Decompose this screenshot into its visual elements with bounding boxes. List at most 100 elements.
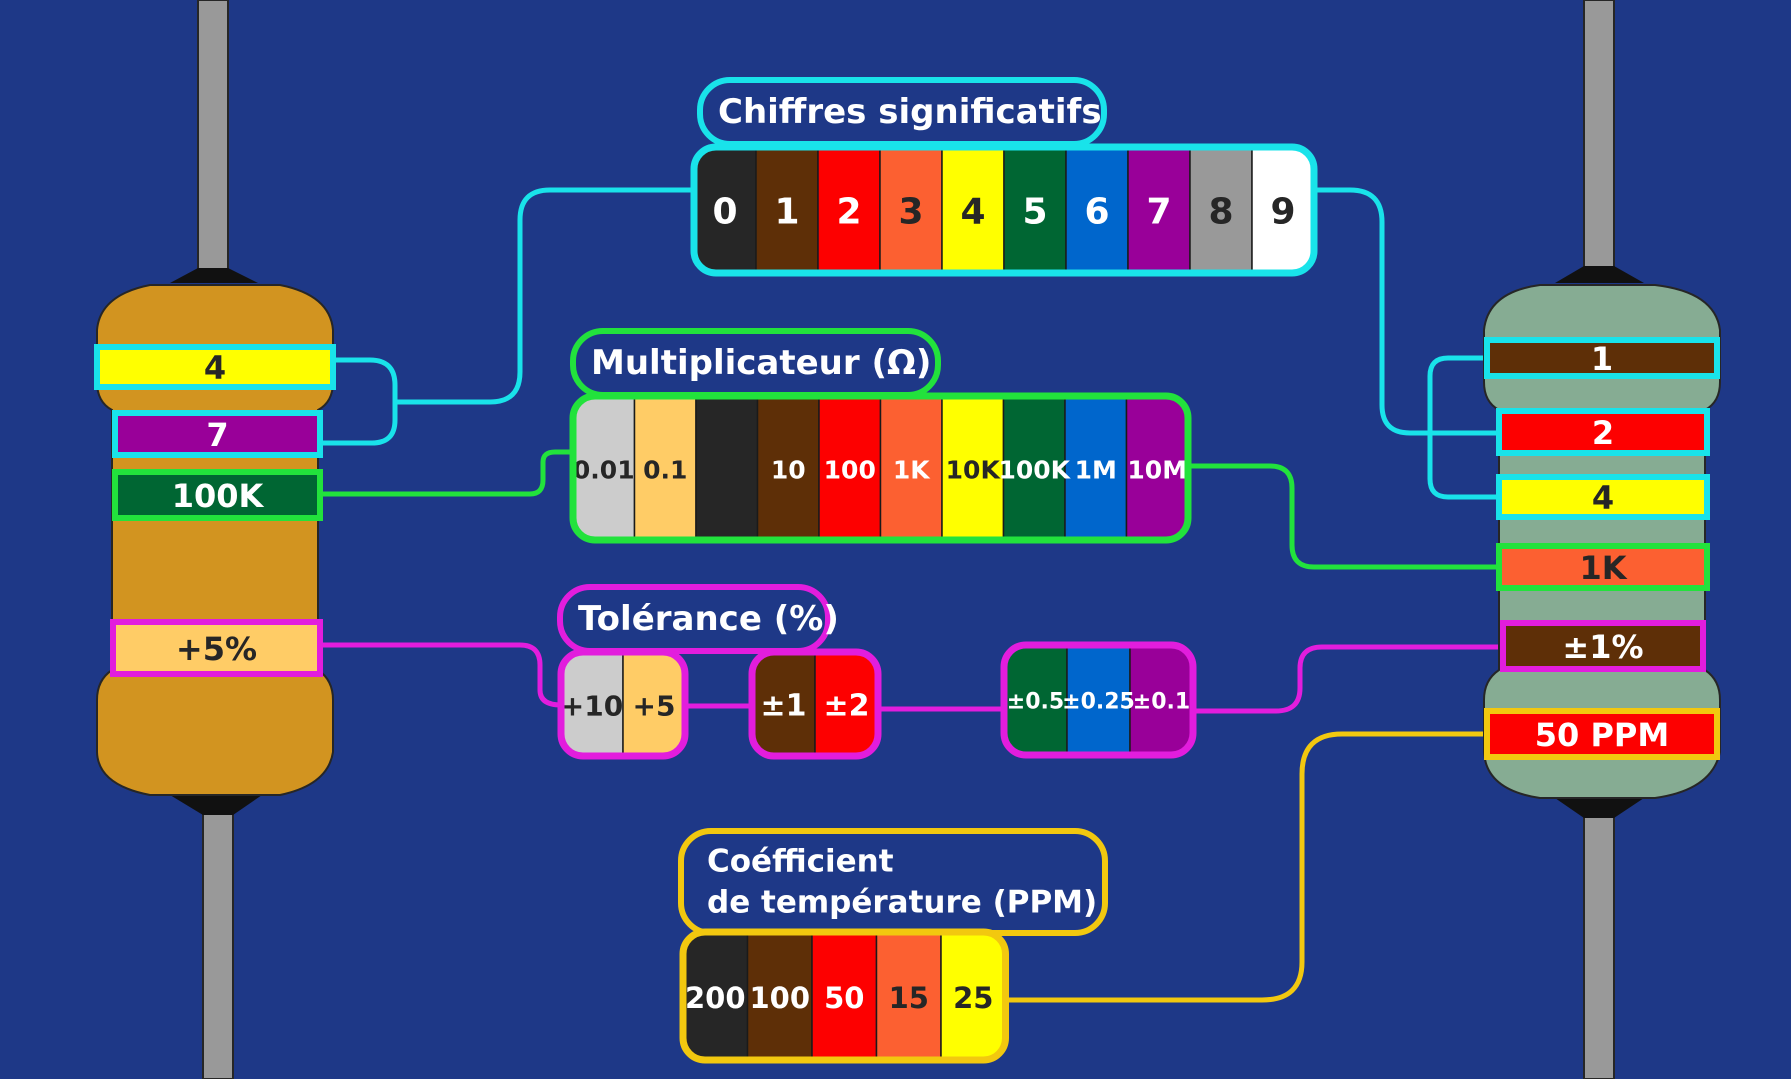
temperature-coefficient-strip-label-2: 50 bbox=[824, 981, 864, 1015]
left-band-0: 4 bbox=[94, 344, 336, 390]
left-end-cap-top bbox=[170, 268, 258, 283]
multiplier-title-text: Multiplicateur (Ω) bbox=[591, 343, 931, 383]
tolerance-strip-a: +10 +5 bbox=[557, 648, 689, 760]
multiplier-strip-label-1: 0.1 bbox=[643, 456, 687, 485]
multiplier-strip-swatch-4 bbox=[818, 396, 882, 540]
significant-digits-strip-swatch-0 bbox=[694, 147, 757, 273]
right-band-3: 1K bbox=[1496, 543, 1710, 591]
temperature-coefficient-strip-label-0: 200 bbox=[685, 981, 746, 1015]
tolerance-strip-b-swatch-0 bbox=[752, 652, 816, 756]
connector-left-digits-to-panel bbox=[395, 187, 694, 405]
tolerance-strip-a-swatch-0 bbox=[561, 652, 624, 756]
connector-panel-to-right-digits bbox=[1310, 187, 1499, 436]
significant-digits-strip-label-4: 4 bbox=[960, 192, 985, 233]
multiplier-strip-label-9: 10M bbox=[1127, 456, 1187, 485]
significant-digits-strip-label-2: 2 bbox=[836, 192, 861, 233]
left-band-2: 100K bbox=[112, 469, 323, 521]
right-lead-top bbox=[1583, 0, 1615, 276]
right-lead-bottom bbox=[1583, 804, 1615, 1079]
multiplier-strip-label-0: 0.01 bbox=[573, 456, 635, 485]
temperature-coefficient-strip-label-4: 25 bbox=[953, 981, 993, 1015]
multiplier-strip-label-3: 10 bbox=[771, 456, 806, 485]
multiplier-strip-swatch-7 bbox=[1002, 396, 1066, 540]
significant-digits-strip-label-0: 0 bbox=[712, 192, 737, 233]
significant-digits-strip-label-6: 6 bbox=[1084, 192, 1109, 233]
left-band-3: +5% bbox=[110, 619, 323, 677]
right-band-2: 4 bbox=[1496, 474, 1710, 520]
multiplier-strip-label-8: 1M bbox=[1075, 456, 1117, 485]
significant-digits-strip-swatch-4 bbox=[941, 147, 1005, 273]
tolerance-strip-b: ±1 ±2 bbox=[748, 648, 882, 760]
left-band-label-2: 100K bbox=[172, 477, 265, 515]
tolerance-strip-a-swatch-1 bbox=[622, 652, 685, 756]
temperature-coefficient-title-line1: Coéfficient bbox=[707, 844, 894, 880]
right-band-label-2: 4 bbox=[1592, 479, 1614, 517]
right-band-label-4: ±1% bbox=[1562, 628, 1643, 666]
right-band-4: ±1% bbox=[1500, 620, 1706, 672]
temperature-coefficient-title-line2: de température (PPM) bbox=[707, 884, 1097, 920]
connector-right-tolerance bbox=[1193, 644, 1503, 714]
left-band-1: 7 bbox=[112, 410, 323, 458]
connector-right-digit-bracket bbox=[1427, 355, 1499, 500]
tolerance-strip-a-label-1: +5 bbox=[633, 690, 676, 723]
temperature-coefficient-title: Coéfficient de température (PPM) bbox=[678, 828, 1108, 936]
left-band-label-3: +5% bbox=[176, 630, 257, 668]
significant-digits-strip-label-3: 3 bbox=[898, 192, 923, 233]
right-band-5: 50 PPM bbox=[1484, 708, 1720, 760]
left-end-cap-bottom bbox=[170, 795, 262, 815]
multiplier-strip-swatch-6 bbox=[941, 396, 1005, 540]
significant-digits-strip-label-1: 1 bbox=[774, 192, 799, 233]
tolerance-strip-c: ±0.5±0.25±0.1 bbox=[1000, 641, 1197, 759]
tolerance-strip-b-swatch-1 bbox=[814, 652, 878, 756]
tolerance-strip-a-label-0: +10 bbox=[561, 690, 623, 723]
connector-right-multiplier bbox=[1188, 463, 1499, 570]
right-resistor: 1 2 4 1K ±1% 50 PPM bbox=[1483, 0, 1721, 1079]
tolerance-strip-c-swatch-1 bbox=[1066, 645, 1131, 755]
left-lead-bottom bbox=[202, 799, 234, 1079]
left-band-label-1: 7 bbox=[206, 416, 228, 454]
connector-left-tolerance bbox=[320, 642, 562, 708]
connector-lines bbox=[320, 187, 1503, 1003]
right-end-cap-top bbox=[1555, 266, 1644, 283]
multiplier-title: Multiplicateur (Ω) bbox=[570, 328, 941, 398]
right-band-label-0: 1 bbox=[1591, 340, 1613, 378]
significant-digits-strip-label-8: 8 bbox=[1208, 192, 1233, 233]
tolerance-strip-c-swatch-2 bbox=[1129, 645, 1193, 755]
multiplier-strip-label-6: 10K bbox=[946, 456, 1002, 485]
right-band-label-5: 50 PPM bbox=[1535, 716, 1669, 754]
significant-digits-title-text: Chiffres significatifs bbox=[718, 92, 1102, 132]
tolerance-strip-c-label-0: ±0.5 bbox=[1007, 690, 1064, 715]
temperature-coefficient-strip-swatch-2 bbox=[811, 932, 878, 1060]
tolerance-strip-c-label-1: ±0.25 bbox=[1062, 690, 1135, 715]
multiplier-strip-swatch-8 bbox=[1064, 396, 1128, 540]
right-band-label-1: 2 bbox=[1592, 414, 1614, 452]
tolerance-title-text: Tolérance (%) bbox=[578, 599, 839, 639]
temperature-coefficient-strip-swatch-1 bbox=[746, 932, 813, 1060]
multiplier-strip-swatch-5 bbox=[879, 396, 943, 540]
right-band-1: 2 bbox=[1496, 408, 1710, 456]
significant-digits-strip-swatch-1 bbox=[755, 147, 819, 273]
multiplier-strip-label-4: 100 bbox=[824, 456, 876, 485]
temperature-coefficient-strip-label-3: 15 bbox=[889, 981, 929, 1015]
tolerance-strip-c-label-2: ±0.1 bbox=[1133, 690, 1190, 715]
multiplier-strip-label-7: 100K bbox=[998, 456, 1071, 485]
multiplier-strip-swatch-1 bbox=[633, 396, 697, 540]
multiplier-strip-swatch-9 bbox=[1125, 396, 1188, 540]
tolerance-strip-b-label-0: ±1 bbox=[760, 689, 806, 724]
left-lead-top bbox=[197, 0, 229, 276]
left-band-label-0: 4 bbox=[204, 349, 226, 387]
tolerance-strip-b-label-1: ±2 bbox=[823, 689, 869, 724]
significant-digits-strip-label-7: 7 bbox=[1146, 192, 1171, 233]
significant-digits-strip-swatch-9 bbox=[1251, 147, 1314, 273]
multiplier-strip-swatch-2 bbox=[695, 396, 759, 540]
right-end-cap-bottom bbox=[1555, 798, 1644, 818]
significant-digits-strip-swatch-2 bbox=[817, 147, 881, 273]
multiplier-strip-label-5: 1K bbox=[893, 456, 931, 485]
right-band-label-3: 1K bbox=[1579, 549, 1627, 587]
tolerance-title: Tolérance (%) bbox=[557, 584, 839, 654]
